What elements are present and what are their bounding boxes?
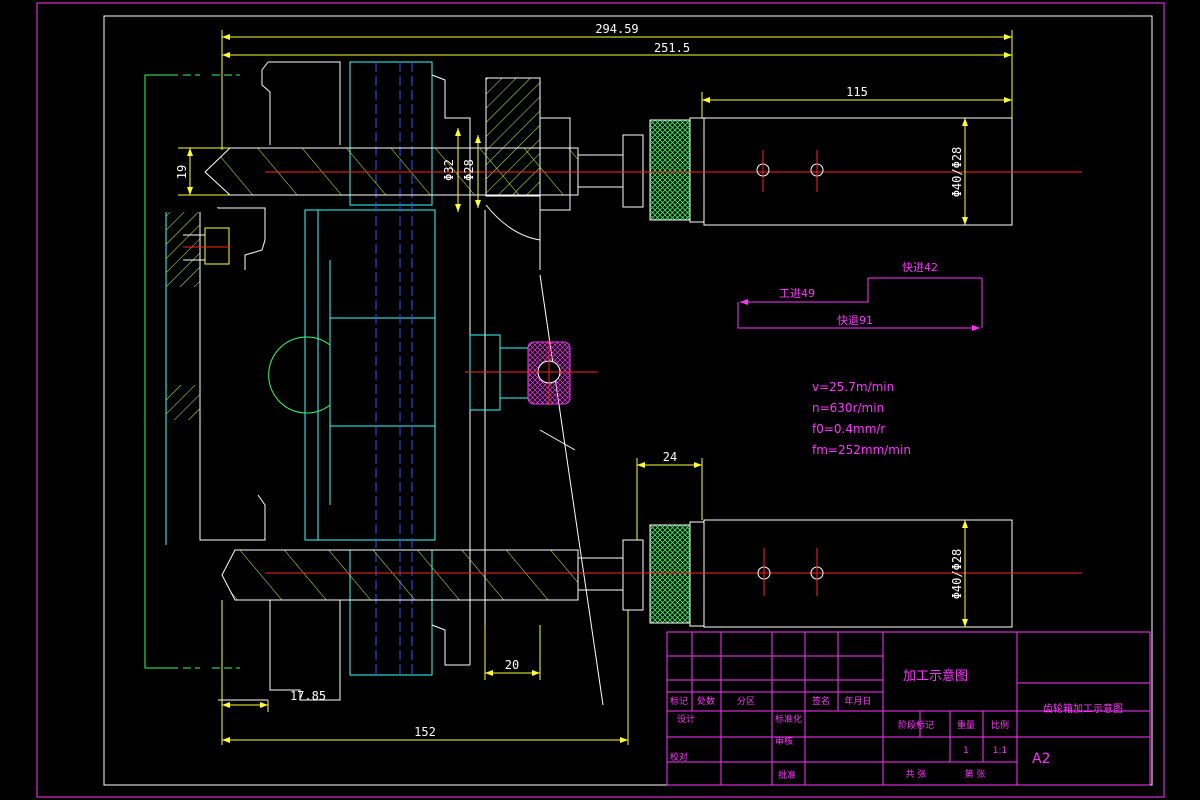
tb-row-design: 设计: [677, 713, 695, 725]
title-drawing-name: 加工示意图: [903, 668, 968, 684]
tb-scale-label: 比例: [991, 719, 1009, 731]
tb-header-zone: 分区: [737, 696, 755, 707]
dim-shaft-height: 19: [175, 165, 189, 179]
tb-row-review: 审核: [775, 735, 793, 747]
tb-header-date: 年月日: [844, 695, 871, 707]
param-spindle-speed: n=630r/min: [812, 401, 884, 415]
feed-fast-forward: 快进42: [902, 261, 938, 274]
title-part-name: 齿轮箱加工示意图: [1043, 702, 1123, 715]
title-sheet-size: A2: [1032, 751, 1050, 767]
top-spindle: [204, 117, 1082, 226]
param-feed-per-min: fm=252mm/min: [812, 443, 911, 457]
param-cutting-speed: v=25.7m/min: [812, 380, 894, 394]
tb-sheet-no: 第 张: [965, 768, 986, 780]
tb-scale: 1:1: [993, 746, 1007, 756]
dim-bottom-small: 17.85: [290, 689, 326, 703]
dim-bore-inner: Φ28: [462, 159, 476, 181]
feed-fast-return: 快退91: [837, 314, 873, 327]
tb-stage-label: 阶段标记: [898, 719, 934, 731]
tb-row-standardization: 标准化: [775, 713, 802, 725]
inner-border: [103, 15, 1153, 786]
outer-border: [36, 2, 1165, 798]
tb-header-mark: 标记: [670, 695, 688, 707]
dim-bottom-gap: 20: [505, 658, 519, 672]
bottom-spindle: [221, 519, 1082, 628]
dim-overall-top: 294.59: [595, 22, 638, 36]
dim-overall-second: 251.5: [654, 41, 690, 55]
tb-weight-label: 重量: [957, 719, 975, 731]
dim-cylinder-length: 115: [846, 85, 868, 99]
dim-bottom-base: 152: [414, 725, 436, 739]
dimension-lines: [178, 30, 1013, 745]
dim-cylinder-bottom-dia: Φ40/Φ28: [950, 549, 964, 600]
feed-work-feed: 工进49: [779, 287, 815, 300]
tb-sheets-total: 共 张: [906, 769, 927, 780]
feed-cycle-diagram: [737, 277, 983, 331]
tb-row-approve: 批准: [778, 769, 796, 781]
dim-cylinder-top-dia: Φ40/Φ28: [950, 147, 964, 198]
dimension-texts: 294.59 251.5 115 19 Φ32 Φ28 Φ40/Φ28 Φ40/…: [175, 22, 964, 739]
param-feed-per-rev: f0=0.4mm/r: [812, 422, 885, 436]
dim-mid-gap: 24: [663, 450, 677, 464]
tb-header-signature: 签名: [812, 695, 830, 707]
dim-bore-outer: Φ32: [442, 159, 456, 181]
tb-row-proofread: 校对: [670, 751, 688, 763]
tb-header-count: 处数: [697, 695, 715, 707]
tb-quantity: 1: [963, 746, 969, 756]
title-block: [666, 631, 1151, 786]
